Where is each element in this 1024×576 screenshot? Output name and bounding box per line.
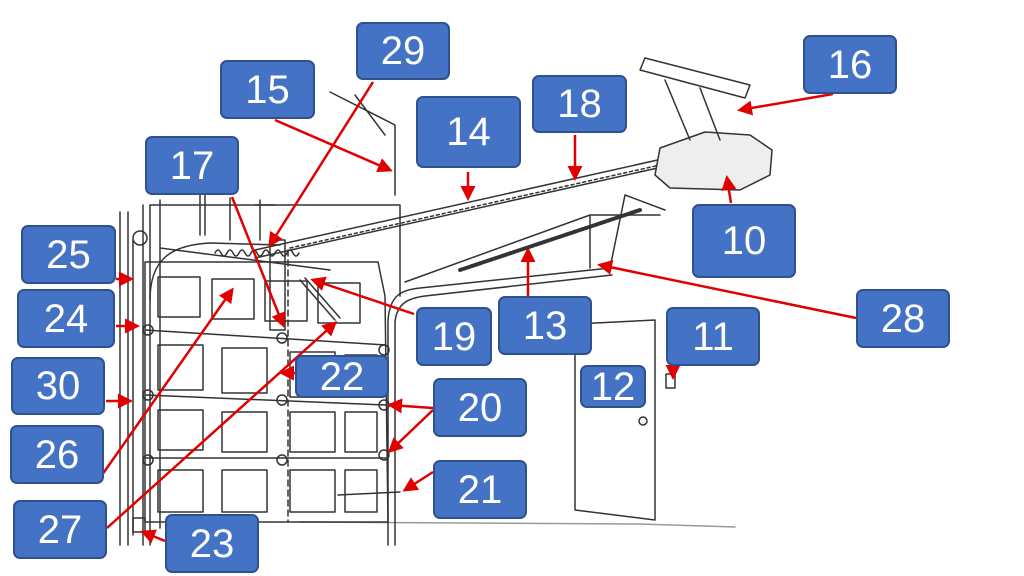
callout-16-label: 16 — [827, 42, 873, 87]
callout-22-label: 22 — [319, 354, 365, 399]
arrow-c10 — [721, 175, 737, 204]
door-strut — [337, 491, 401, 496]
callout-11: 11 — [666, 307, 760, 366]
rear-track-hanger — [329, 91, 396, 196]
callout-10-label: 10 — [721, 219, 767, 263]
callout-21-label: 21 — [457, 467, 503, 512]
callout-29-label: 29 — [380, 29, 426, 73]
arrow-c21 — [402, 470, 434, 492]
callout-22: 22 — [295, 355, 389, 398]
callout-13-label: 13 — [522, 303, 568, 348]
arrow-c16 — [737, 92, 834, 116]
callout-20: 20 — [433, 378, 527, 437]
drive-chain — [289, 164, 661, 249]
callout-26-label: 26 — [34, 432, 80, 477]
opener-motor — [654, 131, 773, 191]
callout-21: 21 — [433, 460, 527, 519]
panels-row-2 — [157, 344, 378, 398]
callout-11-label: 11 — [692, 314, 734, 359]
callout-19-label: 19 — [431, 314, 477, 359]
door-knob — [638, 416, 648, 426]
arrow-c23 — [140, 529, 166, 544]
callout-27-label: 27 — [37, 507, 83, 552]
opener-ceiling-bracket — [639, 57, 751, 141]
callout-19: 19 — [416, 307, 492, 366]
arrow-c15 — [274, 118, 393, 173]
callout-23: 23 — [165, 514, 259, 573]
panels-row-4 — [157, 469, 378, 513]
arrow-c28 — [597, 260, 857, 320]
callout-28-label: 28 — [880, 296, 926, 341]
callout-23-label: 23 — [189, 521, 235, 566]
opener-rail — [254, 154, 681, 259]
callout-13: 13 — [498, 296, 592, 355]
callout-25: 25 — [21, 225, 116, 284]
arrow-c17 — [230, 196, 286, 328]
bottom-bracket — [132, 517, 146, 533]
panels-row-3 — [157, 409, 378, 453]
callout-24-label: 24 — [43, 296, 89, 341]
arrow-c27 — [106, 320, 338, 529]
door-frame — [119, 194, 276, 546]
door-arm — [299, 277, 341, 321]
torsion-tube — [159, 247, 331, 271]
callout-17: 17 — [145, 136, 239, 195]
left-track-curve — [149, 242, 281, 301]
callout-15: 15 — [220, 60, 315, 119]
callout-28: 28 — [856, 289, 950, 348]
callout-10: 10 — [692, 204, 796, 278]
arrow-c19 — [310, 276, 415, 316]
callout-24: 24 — [17, 289, 115, 348]
arrow-c20a — [387, 398, 434, 414]
track-angle-support — [404, 194, 666, 283]
callout-14: 14 — [416, 96, 521, 168]
callout-16: 16 — [803, 35, 897, 94]
arrow-c26 — [100, 287, 234, 476]
callout-29: 29 — [356, 22, 450, 80]
floor-line — [299, 521, 736, 528]
right-track — [387, 267, 613, 546]
callout-14-label: 14 — [446, 110, 491, 154]
panels-row-1 — [157, 276, 361, 324]
callout-18-label: 18 — [557, 82, 602, 126]
extension-spring — [458, 208, 642, 272]
callout-26: 26 — [10, 425, 104, 484]
callout-30: 30 — [11, 357, 105, 415]
arrow-c20b — [387, 409, 434, 454]
pointer-arrows — [100, 81, 857, 544]
service-door — [574, 319, 656, 521]
callout-12-label: 12 — [590, 364, 636, 409]
callout-15-label: 15 — [245, 67, 290, 112]
cable-drum — [132, 230, 148, 246]
header-wall — [149, 204, 401, 297]
callout-18: 18 — [532, 75, 627, 133]
callout-25-label: 25 — [46, 232, 91, 277]
callout-12: 12 — [580, 365, 646, 408]
callout-30-label: 30 — [35, 364, 81, 408]
arrow-c29 — [268, 81, 375, 248]
callout-17-label: 17 — [169, 143, 215, 188]
callout-27: 27 — [13, 500, 107, 559]
callout-20-label: 20 — [457, 385, 503, 430]
